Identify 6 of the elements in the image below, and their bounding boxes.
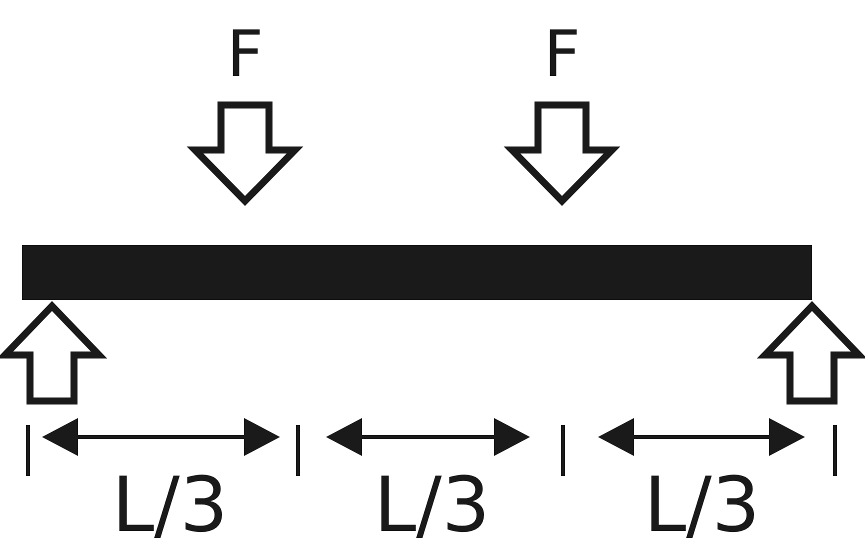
force-label: F [226, 23, 264, 87]
force-label: F [544, 23, 580, 87]
dimension-label: L/3 [644, 467, 760, 543]
beam [22, 245, 812, 300]
dimension-label: L/3 [112, 467, 228, 543]
dimension-label: L/3 [374, 467, 490, 543]
